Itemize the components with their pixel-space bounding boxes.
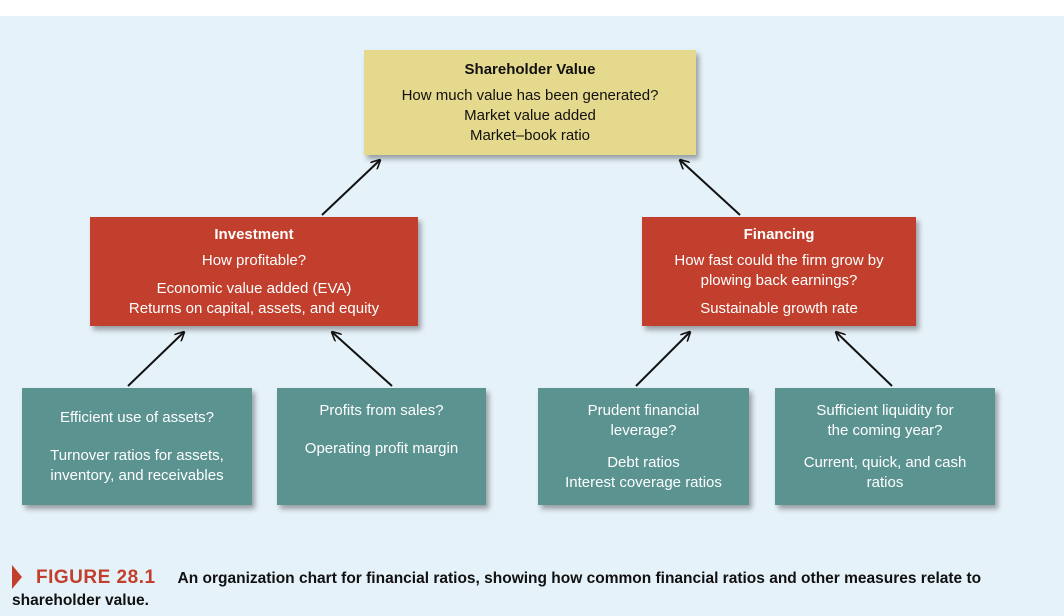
returns-measure: Returns on capital, assets, and equity (128, 299, 380, 317)
shareholder-value-box: Shareholder Value How much value has bee… (364, 50, 696, 155)
caption-marker-icon (12, 565, 22, 589)
shareholder-value-question: How much value has been generated? (401, 86, 659, 104)
interest-coverage-measure: Interest coverage ratios (565, 473, 722, 491)
market-book-ratio-measure: Market–book ratio (469, 126, 591, 144)
figure-label: FIGURE 28.1 (36, 567, 156, 588)
market-value-added-measure: Market value added (464, 106, 596, 124)
turnover-measure-line-1: Turnover ratios for assets, (50, 446, 224, 464)
debt-ratios-measure: Debt ratios (607, 453, 680, 471)
operating-margin-measure: Operating profit margin (304, 440, 459, 457)
turnover-measure-line-2: inventory, and receivables (50, 466, 224, 484)
liquidity-measure-line-1: Current, quick, and cash (803, 453, 967, 471)
financing-question-line-1: How fast could the firm grow by (674, 251, 884, 269)
financing-box: Financing How fast could the firm grow b… (642, 217, 916, 326)
financing-question-line-2: plowing back earnings? (700, 271, 858, 289)
liquidity-question-line-2: the coming year? (827, 421, 943, 439)
liquidity-measure-line-2: ratios (866, 473, 904, 491)
investment-title: Investment (214, 225, 294, 243)
efficient-assets-question: Efficient use of assets? (60, 408, 214, 426)
shareholder-value-title: Shareholder Value (464, 60, 596, 78)
profits-from-sales-box: Profits from sales? Operating profit mar… (277, 388, 486, 505)
liquidity-box: Sufficient liquidity for the coming year… (775, 388, 995, 505)
liquidity-question-line-1: Sufficient liquidity for (816, 401, 954, 419)
investment-box: Investment How profitable? Economic valu… (90, 217, 418, 326)
prudent-question-line-2: leverage? (610, 421, 677, 439)
prudent-question-line-1: Prudent financial (587, 401, 700, 419)
investment-question: How profitable? (201, 251, 307, 269)
prudent-leverage-box: Prudent financial leverage? Debt ratios … (538, 388, 749, 505)
financing-title: Financing (743, 225, 815, 243)
sustainable-growth-measure: Sustainable growth rate (700, 299, 858, 317)
efficient-assets-box: Efficient use of assets? Turnover ratios… (22, 388, 252, 505)
profits-question: Profits from sales? (319, 402, 444, 419)
eva-measure: Economic value added (EVA) (156, 279, 352, 297)
caption-text: An organization chart for financial rati… (12, 570, 982, 609)
